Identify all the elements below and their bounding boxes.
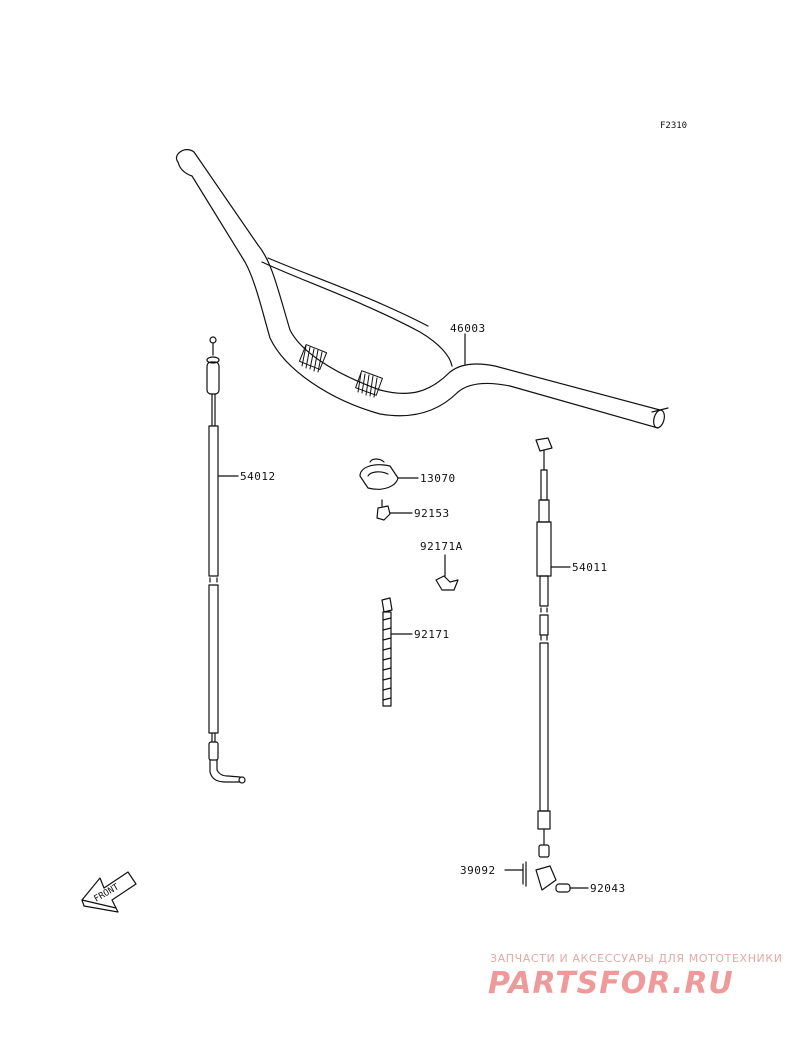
figure-code: F2310 — [660, 121, 688, 131]
part-label-46003: 46003 — [450, 322, 486, 335]
handlebar-46003 — [175, 149, 669, 429]
pin-39092 — [504, 861, 527, 887]
part-label-54011: 54011 — [572, 561, 608, 574]
cable-54011 — [535, 437, 571, 891]
part-label-92171: 92171 — [414, 628, 450, 641]
front-arrow-icon — [81, 871, 137, 913]
cable-54012 — [206, 336, 246, 784]
part-label-54012: 54012 — [240, 470, 276, 483]
part-label-92153: 92153 — [414, 507, 450, 520]
part-label-92171A: 92171A — [420, 540, 463, 553]
pin-92043 — [555, 883, 589, 893]
clamp-13070 — [359, 458, 419, 490]
part-label-92043: 92043 — [590, 882, 626, 895]
bolt-92153 — [376, 499, 413, 521]
watermark-logo: PARTSFOR.RU — [488, 966, 734, 1001]
watermark-tagline: ЗАПЧАСТИ И АКСЕССУАРЫ ДЛЯ МОТОТЕХНИКИ — [490, 952, 783, 965]
part-label-13070: 13070 — [420, 472, 456, 485]
clip-92171A — [435, 554, 459, 591]
band-92171 — [381, 597, 413, 707]
part-label-39092: 39092 — [460, 864, 496, 877]
